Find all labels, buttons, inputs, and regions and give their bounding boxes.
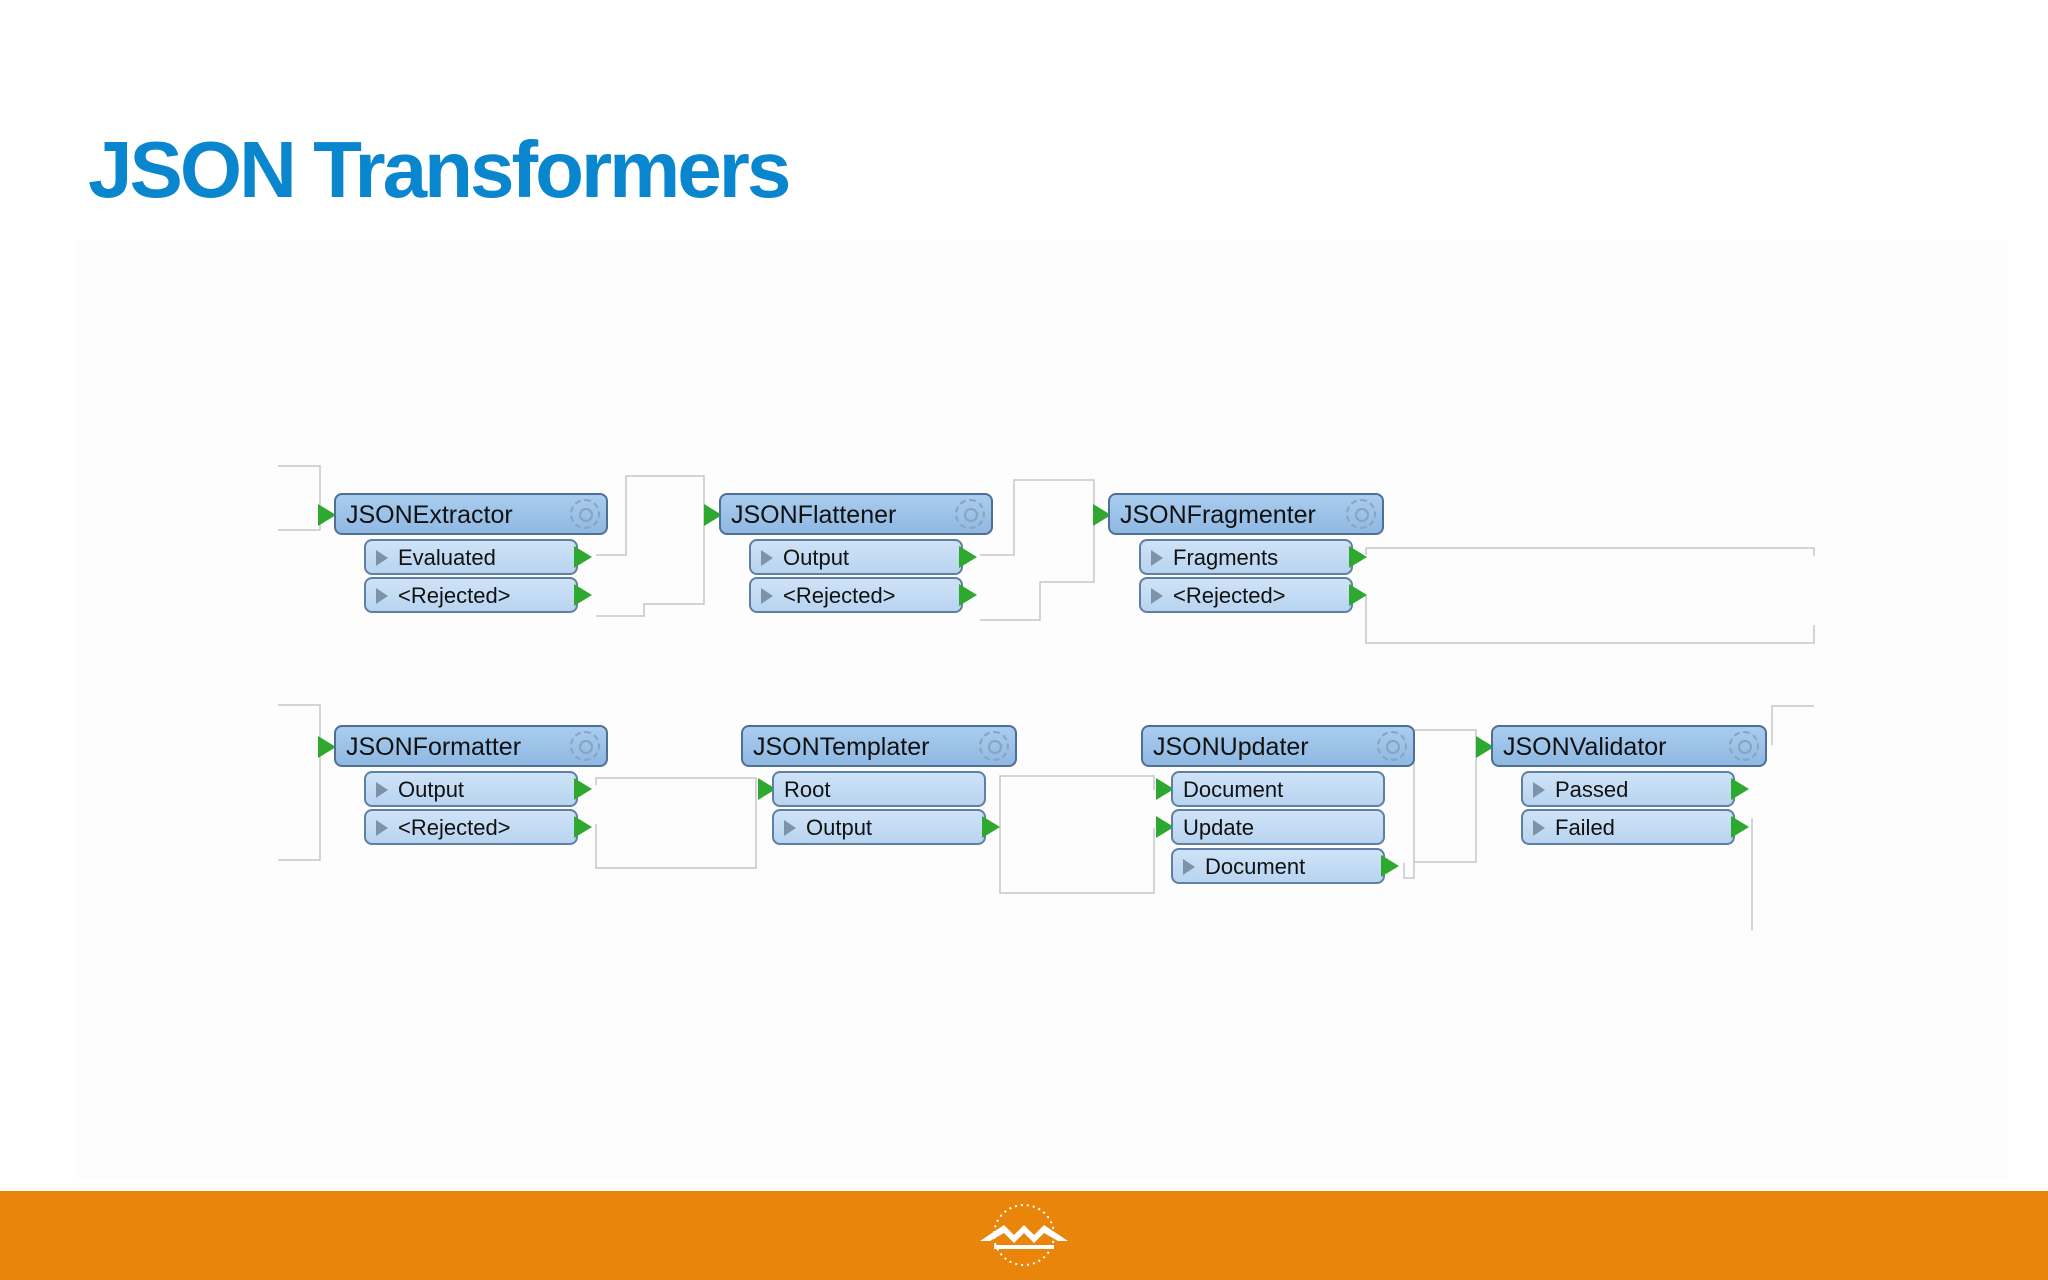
expand-triangle-icon[interactable]	[1151, 550, 1163, 566]
output-port-output[interactable]: Output	[749, 539, 963, 575]
transformer-json-formatter[interactable]: JSONFormatter	[334, 725, 608, 767]
transformer-name: JSONFragmenter	[1120, 501, 1316, 529]
footer-bar	[0, 1191, 2048, 1280]
input-port-document[interactable]: Document	[1171, 771, 1385, 807]
input-port-arrow-icon[interactable]	[318, 504, 336, 526]
transformer-name: JSONValidator	[1503, 733, 1667, 761]
output-port-arrow-icon[interactable]	[574, 816, 592, 838]
gear-icon[interactable]	[570, 499, 600, 529]
transformer-json-templater[interactable]: JSONTemplater	[741, 725, 1017, 767]
gear-icon[interactable]	[1377, 731, 1407, 761]
expand-triangle-icon[interactable]	[1183, 859, 1195, 875]
gear-icon[interactable]	[1729, 731, 1759, 761]
output-port-arrow-icon[interactable]	[574, 546, 592, 568]
input-port-arrow-icon[interactable]	[318, 736, 336, 758]
input-port-arrow-icon[interactable]	[1156, 816, 1174, 838]
output-port-failed[interactable]: Failed	[1521, 809, 1735, 845]
expand-triangle-icon[interactable]	[761, 550, 773, 566]
port-label: <Rejected>	[783, 583, 896, 608]
transformer-json-fragmenter[interactable]: JSONFragmenter	[1108, 493, 1384, 535]
fme-logo	[980, 1204, 1068, 1266]
output-port-arrow-icon[interactable]	[1731, 816, 1749, 838]
input-port-update[interactable]: Update	[1171, 809, 1385, 845]
input-port-arrow-icon[interactable]	[1156, 778, 1174, 800]
transformer-name: JSONUpdater	[1153, 733, 1309, 761]
transformer-json-updater[interactable]: JSONUpdater	[1141, 725, 1415, 767]
input-port-arrow-icon[interactable]	[758, 778, 776, 800]
port-label: Evaluated	[398, 545, 496, 570]
expand-triangle-icon[interactable]	[784, 820, 796, 836]
output-port-arrow-icon[interactable]	[959, 584, 977, 606]
port-label: Output	[806, 815, 873, 840]
output-port-arrow-icon[interactable]	[982, 816, 1000, 838]
transformer-json-extractor[interactable]: JSONExtractor	[334, 493, 608, 535]
input-port-arrow-icon[interactable]	[704, 504, 722, 526]
output-port-arrow-icon[interactable]	[1349, 584, 1367, 606]
expand-triangle-icon[interactable]	[1151, 588, 1163, 604]
transformer-json-validator[interactable]: JSONValidator	[1491, 725, 1767, 767]
port-label: Update	[1183, 815, 1254, 840]
port-label: Fragments	[1173, 545, 1279, 570]
port-label: Document	[1205, 854, 1306, 879]
output-port-rejected[interactable]: <Rejected>	[749, 577, 963, 613]
port-label: Output	[398, 777, 465, 802]
gear-icon[interactable]	[979, 731, 1009, 761]
output-port-output[interactable]: Output	[364, 771, 578, 807]
slide-title: JSON Transformers	[88, 125, 791, 214]
expand-triangle-icon[interactable]	[376, 820, 388, 836]
output-port-passed[interactable]: Passed	[1521, 771, 1735, 807]
output-port-arrow-icon[interactable]	[1731, 778, 1749, 800]
expand-triangle-icon[interactable]	[761, 588, 773, 604]
transformer-name: JSONFormatter	[346, 733, 522, 761]
output-port-rejected[interactable]: <Rejected>	[364, 577, 578, 613]
port-label: Passed	[1555, 777, 1629, 802]
transformer-name: JSONFlattener	[731, 501, 897, 529]
transformer-name: JSONTemplater	[753, 733, 930, 761]
output-port-evaluated[interactable]: Evaluated	[364, 539, 578, 575]
output-port-arrow-icon[interactable]	[959, 546, 977, 568]
expand-triangle-icon[interactable]	[376, 588, 388, 604]
gear-icon[interactable]	[955, 499, 985, 529]
expand-triangle-icon[interactable]	[1533, 820, 1545, 836]
port-label: Root	[784, 777, 831, 802]
expand-triangle-icon[interactable]	[376, 782, 388, 798]
port-label: <Rejected>	[1173, 583, 1286, 608]
output-port-rejected[interactable]: <Rejected>	[1139, 577, 1353, 613]
port-label: Output	[783, 545, 850, 570]
input-port-arrow-icon[interactable]	[1476, 736, 1494, 758]
output-port-output[interactable]: Output	[772, 809, 986, 845]
port-label: <Rejected>	[398, 815, 511, 840]
transformer-json-flattener[interactable]: JSONFlattener	[719, 493, 993, 535]
output-port-arrow-icon[interactable]	[574, 584, 592, 606]
expand-triangle-icon[interactable]	[376, 550, 388, 566]
transformer-name: JSONExtractor	[346, 501, 513, 529]
input-port-root[interactable]: Root	[772, 771, 986, 807]
input-port-arrow-icon[interactable]	[1093, 504, 1111, 526]
port-label: <Rejected>	[398, 583, 511, 608]
gear-icon[interactable]	[1346, 499, 1376, 529]
output-port-rejected[interactable]: <Rejected>	[364, 809, 578, 845]
workspace-canvas	[78, 240, 2008, 1180]
output-port-fragments[interactable]: Fragments	[1139, 539, 1353, 575]
output-port-arrow-icon[interactable]	[574, 778, 592, 800]
output-port-document[interactable]: Document	[1171, 848, 1385, 884]
expand-triangle-icon[interactable]	[1533, 782, 1545, 798]
output-port-arrow-icon[interactable]	[1381, 855, 1399, 877]
port-label: Failed	[1555, 815, 1615, 840]
gear-icon[interactable]	[570, 731, 600, 761]
port-label: Document	[1183, 777, 1284, 802]
output-port-arrow-icon[interactable]	[1349, 546, 1367, 568]
